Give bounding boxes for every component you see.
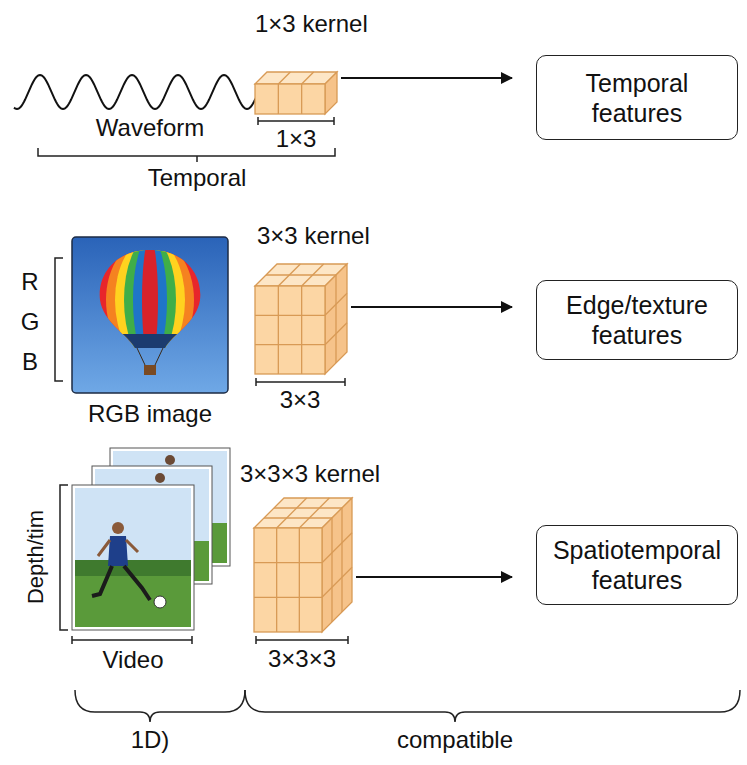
dimension-label: 3×3×3 [268,645,336,674]
axis-label: Depth/tim [23,510,49,604]
flow-arrow [341,77,512,79]
group-label: 1D) [131,726,170,755]
kernel-label: 3×3×3 kernel [240,460,380,489]
feature-box: Spatiotemporal features [536,525,738,605]
group-label: compatible [397,726,513,755]
feature-box: Temporal features [536,55,738,140]
flow-arrow [351,306,512,308]
channel-label: G [21,308,40,337]
dimension-line [72,636,192,644]
image-label: Video [103,646,164,675]
kernel-label: 1×3 kernel [255,10,368,39]
video-frames [72,448,230,630]
flow-arrow [356,576,512,578]
dimension-line [256,378,345,386]
balloon-image [72,237,228,393]
signal-label: Waveform [96,114,204,143]
bracket [55,258,63,381]
brace [75,690,245,722]
box-text: Temporal features [545,68,729,128]
kernel-cube: 3×3×3 kernel [254,498,352,632]
kernel-cube: 3×3 kernel [255,264,347,374]
kernel-grid [255,72,337,114]
feature-box: Edge/texture features [536,280,738,360]
box-text: Edge/texture features [545,290,729,350]
kernel-grid [255,264,347,374]
kernel-label: 3×3 kernel [257,222,370,251]
dimension-line [258,117,334,125]
kernel-grid [254,498,352,632]
axis-label: Temporal [148,164,247,193]
dimension-label: 1×3 [276,125,317,154]
kernel-cube: 1×3 kernel [255,72,337,114]
brace [245,690,740,722]
box-text: Spatiotemporal features [545,535,729,595]
image-label: RGB image [88,400,212,429]
dimension-line [256,636,348,644]
channel-label: R [21,268,38,297]
dimension-label: 3×3 [280,386,321,415]
waveform-signal [14,75,256,109]
channel-label: B [22,348,38,377]
bracket [60,485,68,630]
